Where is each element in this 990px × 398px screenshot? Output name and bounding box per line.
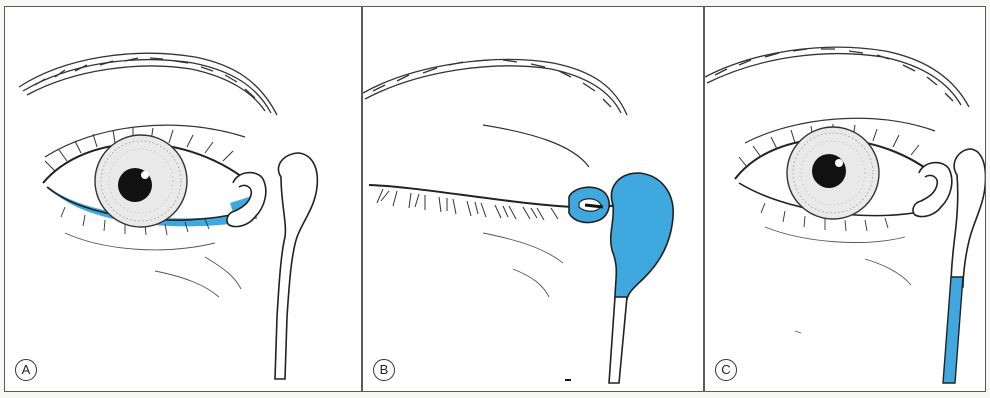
skin-lines (483, 233, 563, 297)
lacrimal-sac (951, 149, 985, 287)
panel-label-c: C (715, 359, 737, 381)
pupil-highlight (835, 159, 843, 167)
closed-lashes (377, 189, 558, 220)
punctum (585, 205, 603, 207)
eyebrow (705, 47, 969, 107)
panel-a-illustration (5, 7, 362, 392)
panel-a: A (4, 6, 362, 392)
nasolacrimal-duct (609, 297, 627, 383)
pupil-highlight (141, 171, 149, 179)
nasolacrimal-duct-filled (943, 277, 963, 383)
canaliculus (913, 163, 952, 217)
panel-c: C (704, 6, 986, 392)
lid-crease (483, 125, 589, 167)
skin-lines (65, 233, 241, 297)
panel-c-illustration (705, 7, 986, 392)
lacrimal-sac-duct (275, 153, 317, 379)
skin-lines (765, 227, 911, 333)
panel-b-illustration (363, 7, 704, 392)
panel-b: B (362, 6, 704, 392)
panel-label-b: B (373, 359, 395, 381)
eyebrow (363, 60, 627, 115)
pupil (812, 154, 846, 188)
panel-label-a: A (15, 359, 37, 381)
eyebrow (19, 53, 277, 115)
lacrimal-sac-distended (611, 173, 673, 299)
mark (565, 379, 571, 381)
